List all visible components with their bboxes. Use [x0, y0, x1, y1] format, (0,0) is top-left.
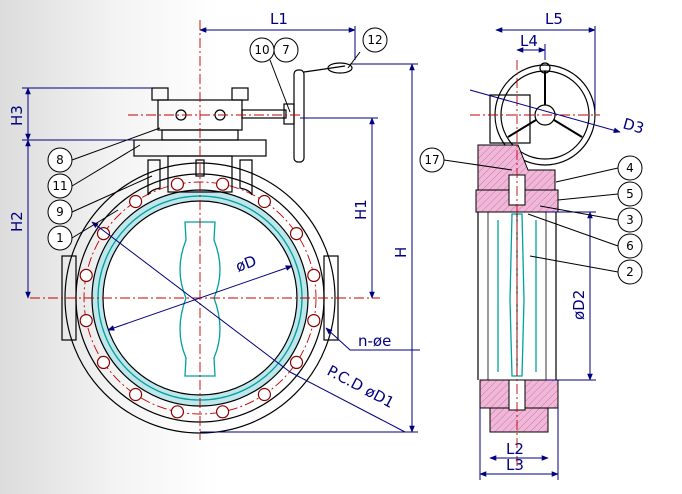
bolt-hole: [170, 177, 184, 191]
leader-2: [529, 255, 619, 273]
balloon-12: [362, 27, 388, 53]
dim-line-d: [107, 265, 293, 331]
label-l5: L5: [545, 10, 563, 28]
side-dimensions: L5 L4 D3 øD2 L2 L3: [469, 10, 646, 480]
balloon-10-text: 10: [254, 43, 269, 57]
side-balloons: 17 4 5 3 6 2: [419, 147, 643, 285]
balloon-17: [419, 147, 445, 173]
handwheel-side: [293, 69, 305, 163]
gearbox-side: [489, 94, 531, 144]
label-h1: H1: [352, 199, 370, 220]
bolt-hole: [307, 314, 321, 328]
leader-10: [269, 59, 291, 113]
leader-d1: [289, 371, 406, 433]
balloon-4-text: 4: [626, 161, 634, 175]
label-l3: L3: [506, 456, 524, 474]
bolt-hole: [216, 405, 230, 419]
bolt-hole: [257, 194, 271, 209]
label-d1: P.C.D øD1: [324, 362, 397, 412]
label-h: H: [392, 247, 410, 258]
balloon-7-text: 7: [282, 43, 290, 57]
neck-left: [147, 159, 161, 196]
leader-11: [71, 144, 141, 187]
label-holes: n-øe: [358, 332, 391, 350]
bolt-hole: [129, 194, 143, 209]
spoke-3: [553, 119, 583, 138]
leader-1: [71, 209, 119, 239]
gearbox-ear-right: [231, 87, 249, 101]
bolt-hole: [289, 227, 304, 241]
bolt-hole: [216, 177, 230, 191]
leader-12: [347, 51, 361, 69]
balloon-6: [617, 233, 643, 259]
leader-3: [539, 205, 619, 221]
balloon-7: [273, 37, 299, 63]
bolt-hole: [307, 268, 321, 282]
bolt-hole: [129, 387, 143, 402]
bolt-hole: [289, 355, 304, 369]
dim-line-d3: [469, 89, 621, 133]
balloon-17-text: 17: [424, 153, 439, 167]
bolt-hole: [170, 405, 184, 419]
balloon-2: [617, 259, 643, 285]
label-l1: L1: [270, 10, 288, 28]
balloon-5: [617, 181, 643, 207]
bolt-hole: [257, 387, 271, 402]
balloon-3-text: 3: [626, 213, 634, 227]
leader-9: [71, 175, 153, 213]
balloon-8: [47, 147, 73, 173]
balloon-11-text: 11: [52, 179, 67, 193]
balloon-12-text: 12: [367, 33, 382, 47]
balloon-4: [617, 155, 643, 181]
input-shaft: [241, 109, 287, 119]
bolt-hole: [96, 355, 111, 369]
label-h2: H2: [8, 211, 26, 232]
balloon-3: [617, 207, 643, 233]
front-balloons: 8 11 9 1 10 7 12: [47, 27, 388, 251]
leader-5: [557, 193, 619, 201]
leader-8: [71, 127, 161, 161]
bottom-plug-section: [489, 407, 549, 433]
label-l4: L4: [520, 32, 538, 50]
balloon-8-text: 8: [56, 153, 64, 167]
dim-line-d1: [91, 221, 291, 373]
balloon-9-text: 9: [56, 205, 64, 219]
label-d3: D3: [621, 115, 646, 138]
balloon-1-text: 1: [56, 231, 64, 245]
disc-side: [509, 213, 525, 377]
balloon-11: [47, 173, 73, 199]
handle-arm: [303, 65, 346, 73]
balloon-9: [47, 199, 73, 225]
balloon-5-text: 5: [626, 187, 634, 201]
spoke-2: [507, 119, 537, 138]
valve-body-outer: [64, 162, 336, 434]
handle-knob: [327, 62, 353, 74]
neck-right: [239, 159, 253, 196]
bolt-holes: [79, 177, 321, 419]
leader-4: [555, 167, 619, 183]
bolt-hole: [96, 227, 111, 241]
label-d2: øD2: [570, 290, 588, 320]
label-l2: L2: [506, 440, 524, 458]
balloon-1: [47, 225, 73, 251]
label-h3: H3: [8, 105, 26, 126]
liner-side: [497, 220, 537, 372]
balloon-6-text: 6: [626, 239, 634, 253]
leader-17: [443, 159, 513, 171]
bolt-hole: [79, 268, 93, 282]
handwheel-knob: [539, 62, 551, 74]
bolt-hole: [79, 314, 93, 328]
leader-holes: [325, 327, 420, 351]
side-view: [470, 60, 600, 470]
gearbox-ear-left: [151, 87, 169, 101]
leader-6: [527, 213, 619, 247]
balloon-2-text: 2: [626, 265, 634, 279]
